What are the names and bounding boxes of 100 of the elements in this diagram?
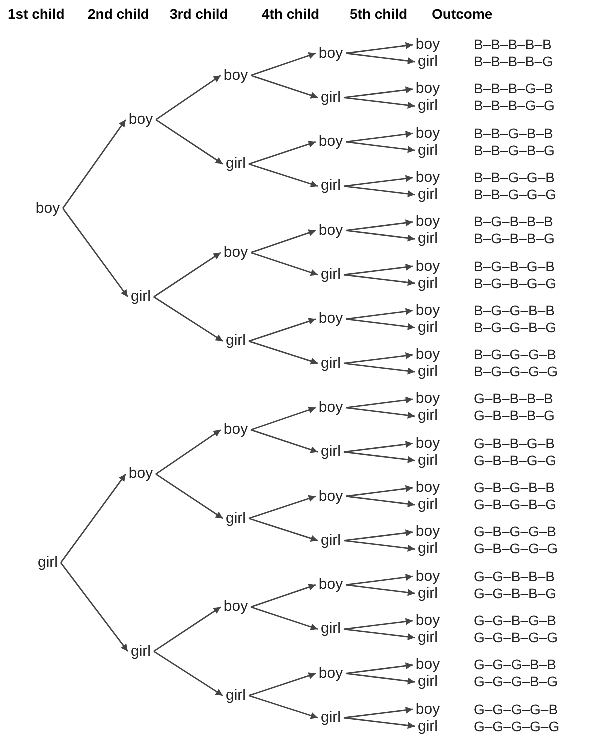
tree-node-label: girl bbox=[418, 231, 438, 248]
outcome-label: B–B–B–G–G bbox=[474, 98, 555, 114]
outcome-label: G–B–B–B–B bbox=[474, 392, 554, 407]
tree-node-label: girl bbox=[418, 320, 438, 336]
tree-node-label: girl bbox=[418, 541, 438, 558]
tree-node-label: boy bbox=[318, 488, 344, 504]
arrow bbox=[346, 42, 413, 54]
arrow bbox=[154, 252, 222, 298]
outcome-label: B–B–B–B–B bbox=[474, 38, 552, 52]
outcome-label: B–B–B–G–B bbox=[474, 82, 554, 97]
tree-node-label: girl bbox=[321, 267, 341, 283]
outcome-label: G–G–G–G–B bbox=[474, 702, 558, 717]
arrow bbox=[60, 562, 129, 652]
arrow bbox=[346, 52, 416, 65]
outcome-label: B–B–G–B–G bbox=[474, 143, 555, 158]
arrow bbox=[154, 650, 224, 696]
outcome-label: G–G–B–B–B bbox=[474, 569, 555, 584]
tree-node-label: boy bbox=[416, 81, 440, 98]
outcome-label: B–G–G–G–G bbox=[474, 364, 558, 380]
column-header: 4th child bbox=[262, 5, 320, 24]
tree-node-label: girl bbox=[321, 710, 341, 726]
tree-node-label: boy bbox=[416, 436, 440, 452]
tree-node-label: girl bbox=[226, 688, 246, 704]
tree-node-label: girl bbox=[321, 532, 341, 549]
tree-node-label: girl bbox=[418, 674, 438, 690]
tree-node-label: boy bbox=[416, 612, 440, 629]
tree-node-label: girl bbox=[418, 408, 438, 424]
arrow bbox=[344, 186, 416, 198]
outcome-label: B–G–B–B–B bbox=[474, 214, 554, 230]
tree-node-label: boy bbox=[318, 666, 344, 682]
arrow bbox=[346, 662, 413, 674]
arrow bbox=[62, 120, 126, 209]
tree-node-label: boy bbox=[318, 222, 344, 239]
tree-node-label: girl bbox=[38, 554, 58, 571]
tree-node-label: boy bbox=[416, 214, 440, 230]
arrow bbox=[250, 252, 318, 276]
arrow bbox=[344, 706, 413, 719]
tree-node-label: boy bbox=[416, 347, 440, 364]
arrow bbox=[250, 406, 316, 431]
outcome-label: B–B–G–B–B bbox=[474, 126, 554, 142]
tree-node-label: girl bbox=[418, 142, 438, 159]
tree-node-label: girl bbox=[418, 276, 438, 292]
outcome-label: B–G–G–G–B bbox=[474, 348, 556, 363]
arrow bbox=[344, 352, 413, 364]
tree-node-label: girl bbox=[321, 356, 341, 372]
arrow bbox=[154, 606, 222, 652]
arrow bbox=[248, 164, 318, 188]
tree-node-label: boy bbox=[224, 422, 248, 438]
arrow bbox=[344, 264, 413, 276]
tree-node-label: girl bbox=[418, 364, 438, 380]
tree-node-label: girl bbox=[131, 289, 151, 306]
arrow bbox=[344, 86, 413, 98]
arrow bbox=[344, 274, 416, 286]
outcome-label: B–G–B–B–G bbox=[474, 232, 555, 247]
arrow bbox=[344, 530, 413, 542]
arrow bbox=[346, 485, 413, 498]
outcome-label: G–G–G–B–G bbox=[474, 674, 558, 690]
arrow bbox=[346, 308, 413, 320]
tree-node-label: boy bbox=[416, 702, 440, 718]
arrow bbox=[156, 119, 224, 165]
arrow bbox=[248, 672, 316, 696]
outcome-label: G–G–B–G–B bbox=[474, 613, 556, 628]
outcome-label: G–G–B–G–G bbox=[474, 630, 558, 646]
arrow bbox=[154, 296, 224, 342]
tree-node-label: boy bbox=[416, 170, 440, 186]
arrow bbox=[62, 208, 129, 298]
column-header: 5th child bbox=[350, 5, 408, 24]
arrow bbox=[250, 429, 318, 454]
tree-node-label: boy bbox=[416, 524, 440, 540]
tree-node-label: boy bbox=[318, 46, 344, 62]
tree-node-label: boy bbox=[416, 391, 440, 408]
tree-node-label: girl bbox=[321, 444, 341, 460]
arrow bbox=[346, 220, 413, 232]
arrow bbox=[250, 606, 318, 631]
tree-node-label: boy bbox=[318, 311, 344, 328]
tree-node-label: girl bbox=[321, 178, 341, 194]
tree-node-label: girl bbox=[321, 90, 341, 106]
outcome-label: G–B–B–G–B bbox=[474, 436, 555, 452]
arrow bbox=[346, 673, 416, 685]
arrow bbox=[346, 141, 416, 154]
tree-node-label: girl bbox=[418, 497, 438, 513]
tree-node-label: boy bbox=[128, 112, 154, 128]
arrow bbox=[156, 474, 224, 520]
outcome-label: B–G–B–G–B bbox=[474, 259, 555, 274]
arrow bbox=[344, 175, 413, 188]
tree-node-label: girl bbox=[418, 54, 438, 70]
outcome-label: G–B–G–B–B bbox=[474, 480, 555, 496]
arrow bbox=[346, 131, 413, 143]
arrow bbox=[346, 230, 416, 242]
tree-node-label: boy bbox=[36, 200, 60, 217]
tree-node-label: girl bbox=[226, 333, 246, 350]
arrow bbox=[250, 74, 318, 99]
tree-node-label: boy bbox=[416, 126, 440, 142]
tree-node-label: boy bbox=[128, 466, 154, 482]
outcome-label: G–G–G–B–B bbox=[474, 658, 556, 673]
outcome-label: G–G–B–B–G bbox=[474, 586, 556, 602]
arrow bbox=[248, 140, 316, 165]
arrow bbox=[248, 340, 318, 365]
arrow bbox=[248, 695, 318, 720]
tree-node-label: boy bbox=[416, 657, 440, 674]
